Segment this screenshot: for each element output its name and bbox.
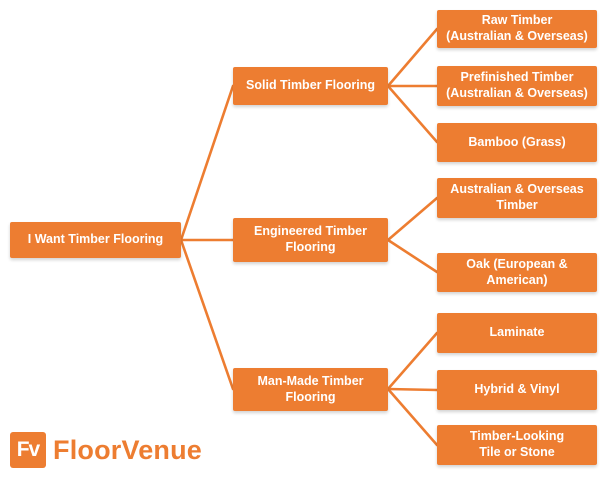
node-solid-timber-flooring: Solid Timber Flooring xyxy=(233,67,388,105)
floorvenue-logo-icon: Fv xyxy=(10,432,46,468)
connector-engineered-oak xyxy=(386,238,439,274)
node-prefinished-timber: Prefinished Timber(Australian & Overseas… xyxy=(437,66,597,106)
connector-manmade-hybrid xyxy=(386,387,439,392)
node-raw-timber: Raw Timber(Australian & Overseas) xyxy=(437,10,597,48)
connector-manmade-tile xyxy=(386,387,439,447)
node-laminate: Laminate xyxy=(437,313,597,353)
node-hybrid-vinyl: Hybrid & Vinyl xyxy=(437,370,597,410)
node-i-want-timber-flooring: I Want Timber Flooring xyxy=(10,222,181,258)
node-oak-european-american: Oak (European &American) xyxy=(437,253,597,292)
connector-root-solid xyxy=(179,84,235,242)
connector-manmade-laminate xyxy=(386,331,439,391)
floorvenue-logo: Fv FloorVenue xyxy=(10,432,202,468)
connector-engineered-australian xyxy=(386,196,439,242)
floorvenue-logo-text: FloorVenue xyxy=(53,434,203,465)
connector-solid-raw xyxy=(386,27,439,88)
connector-solid-bamboo xyxy=(386,84,439,144)
connector-root-manmade xyxy=(179,238,235,391)
node-bamboo-grass: Bamboo (Grass) xyxy=(437,123,597,162)
